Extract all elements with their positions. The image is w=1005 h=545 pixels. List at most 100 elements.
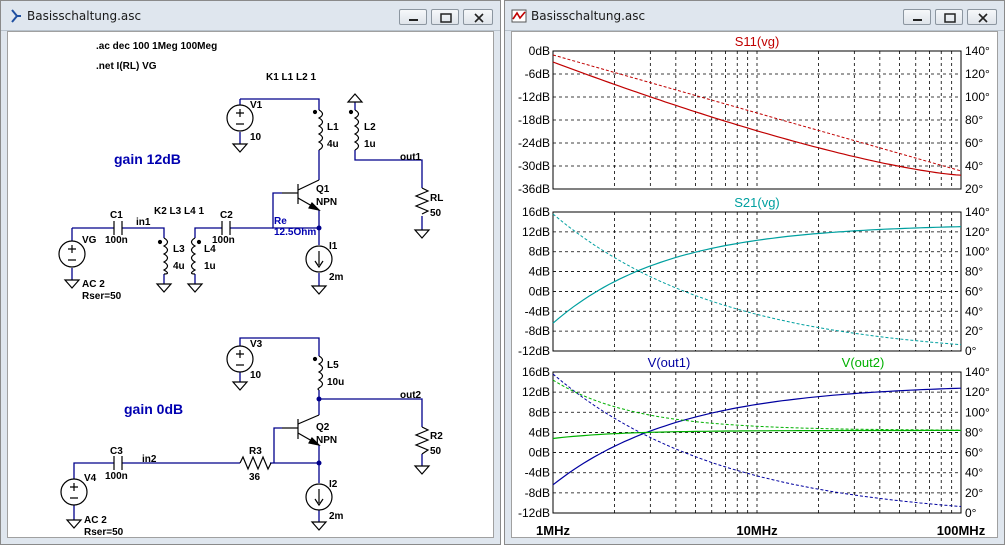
v3-value[interactable]: 10	[250, 370, 262, 381]
l4-inductor[interactable]	[186, 237, 204, 293]
r3-name[interactable]: R3	[249, 446, 262, 457]
gain-bottom-label[interactable]: gain 0dB	[124, 401, 183, 417]
r3-value[interactable]: 36	[249, 472, 261, 483]
ac-directive[interactable]: .ac dec 100 1Meg 100Meg	[96, 41, 217, 52]
l1-name[interactable]: L1	[327, 122, 339, 133]
left-tick-label: -6dB	[525, 67, 550, 81]
c1-capacitor[interactable]	[113, 221, 123, 235]
l3-inductor[interactable]	[155, 237, 173, 293]
v4-ac[interactable]: AC 2	[84, 515, 107, 526]
l1-value[interactable]: 4u	[327, 139, 339, 150]
re-value[interactable]: 12.5Ohm	[274, 227, 316, 238]
close-button[interactable]	[463, 9, 493, 25]
q1-name[interactable]: Q1	[316, 184, 330, 195]
c1-value[interactable]: 100n	[105, 235, 128, 246]
v4-name[interactable]: V4	[84, 473, 97, 484]
q2-name[interactable]: Q2	[316, 422, 330, 433]
v1-source[interactable]	[226, 104, 254, 153]
gain-top-label[interactable]: gain 12dB	[114, 151, 181, 167]
v3-name[interactable]: V3	[250, 339, 263, 350]
vg-source[interactable]	[58, 240, 86, 289]
i1-value[interactable]: 2m	[329, 272, 344, 283]
c2-name[interactable]: C2	[220, 210, 233, 221]
l2-value[interactable]: 1u	[364, 139, 376, 150]
v4-rser[interactable]: Rser=50	[84, 527, 124, 538]
restore-button[interactable]	[431, 9, 459, 25]
l1-inductor[interactable]	[312, 109, 324, 151]
l2-inductor[interactable]	[346, 93, 364, 151]
right-tick-label: 60°	[965, 284, 983, 298]
net-directive[interactable]: .net I(RL) VG	[96, 61, 157, 72]
right-tick-label: 40°	[965, 159, 983, 173]
v1-value[interactable]: 10	[250, 132, 262, 143]
q2-model[interactable]: NPN	[316, 435, 337, 446]
r2-name[interactable]: R2	[430, 431, 443, 442]
v4-source[interactable]	[60, 478, 88, 529]
schematic-titlebar[interactable]: Basisschaltung.asc	[1, 1, 500, 31]
trace-label[interactable]: S21(vg)	[734, 195, 780, 210]
in1-net-label[interactable]: in1	[136, 217, 151, 228]
coupling-k2[interactable]: K2 L3 L4 1	[154, 206, 204, 217]
plot-titlebar[interactable]: Basisschaltung.asc	[505, 1, 1004, 31]
left-tick-label: -12dB	[518, 506, 550, 520]
vg-name[interactable]: VG	[82, 235, 97, 246]
c3-value[interactable]: 100n	[105, 471, 128, 482]
q2-transistor[interactable]	[282, 414, 321, 446]
plot-minimize-button[interactable]	[903, 9, 931, 25]
right-tick-label: 0°	[965, 506, 977, 520]
rl-resistor[interactable]	[413, 187, 431, 239]
l4-value[interactable]: 1u	[204, 261, 216, 272]
left-tick-label: 8dB	[529, 245, 550, 259]
out2-net-label[interactable]: out2	[400, 390, 422, 401]
c3-name[interactable]: C3	[110, 446, 123, 457]
schematic-canvas[interactable]: .ac dec 100 1Meg 100Meg .net I(RL) VG K1…	[7, 31, 494, 538]
q1-model[interactable]: NPN	[316, 197, 337, 208]
i1-name[interactable]: I1	[329, 241, 338, 252]
l2-name[interactable]: L2	[364, 122, 376, 133]
minimize-button[interactable]	[399, 9, 427, 25]
l4-name[interactable]: L4	[204, 244, 216, 255]
c1-name[interactable]: C1	[110, 210, 123, 221]
right-tick-label: 80°	[965, 113, 983, 127]
trace-label[interactable]: V(out2)	[842, 355, 885, 370]
left-tick-label: 12dB	[522, 385, 550, 399]
c3-capacitor[interactable]	[113, 456, 123, 470]
trace-label[interactable]: V(out1)	[648, 355, 691, 370]
i2-value[interactable]: 2m	[329, 511, 344, 522]
r3-resistor[interactable]	[239, 455, 272, 471]
c2-capacitor[interactable]	[221, 221, 231, 235]
vg-rser[interactable]: Rser=50	[82, 291, 122, 302]
i2-name[interactable]: I2	[329, 479, 338, 490]
restore-icon	[944, 13, 956, 23]
v1-name[interactable]: V1	[250, 100, 263, 111]
trace-magnitude	[552, 429, 961, 440]
q1-transistor[interactable]	[282, 179, 321, 211]
l3-value[interactable]: 4u	[173, 261, 185, 272]
i1-current-source[interactable]	[305, 245, 333, 295]
l5-inductor[interactable]	[312, 355, 324, 391]
trace-label[interactable]: S11(vg)	[735, 34, 780, 49]
r2-resistor[interactable]	[413, 426, 431, 475]
right-tick-label: 120°	[965, 67, 990, 81]
l3-name[interactable]: L3	[173, 244, 185, 255]
plot-close-button[interactable]	[967, 9, 997, 25]
in2-net-label[interactable]: in2	[142, 454, 157, 465]
schematic-window: Basisschaltung.asc .ac dec 100 1Meg 100M…	[0, 0, 501, 545]
r2-value[interactable]: 50	[430, 446, 442, 457]
out1-net-label[interactable]: out1	[400, 152, 422, 163]
coupling-k1[interactable]: K1 L1 L2 1	[266, 72, 316, 83]
rl-value[interactable]: 50	[430, 208, 442, 219]
l5-name[interactable]: L5	[327, 360, 339, 371]
re-name[interactable]: Re	[274, 216, 287, 227]
plot-restore-button[interactable]	[935, 9, 963, 25]
v3-source[interactable]	[226, 345, 254, 391]
l5-value[interactable]: 10u	[327, 377, 344, 388]
vg-ac[interactable]: AC 2	[82, 279, 105, 290]
c2-value[interactable]: 100n	[212, 235, 235, 246]
i2-current-source[interactable]	[305, 483, 333, 531]
rl-name[interactable]: RL	[430, 193, 443, 204]
